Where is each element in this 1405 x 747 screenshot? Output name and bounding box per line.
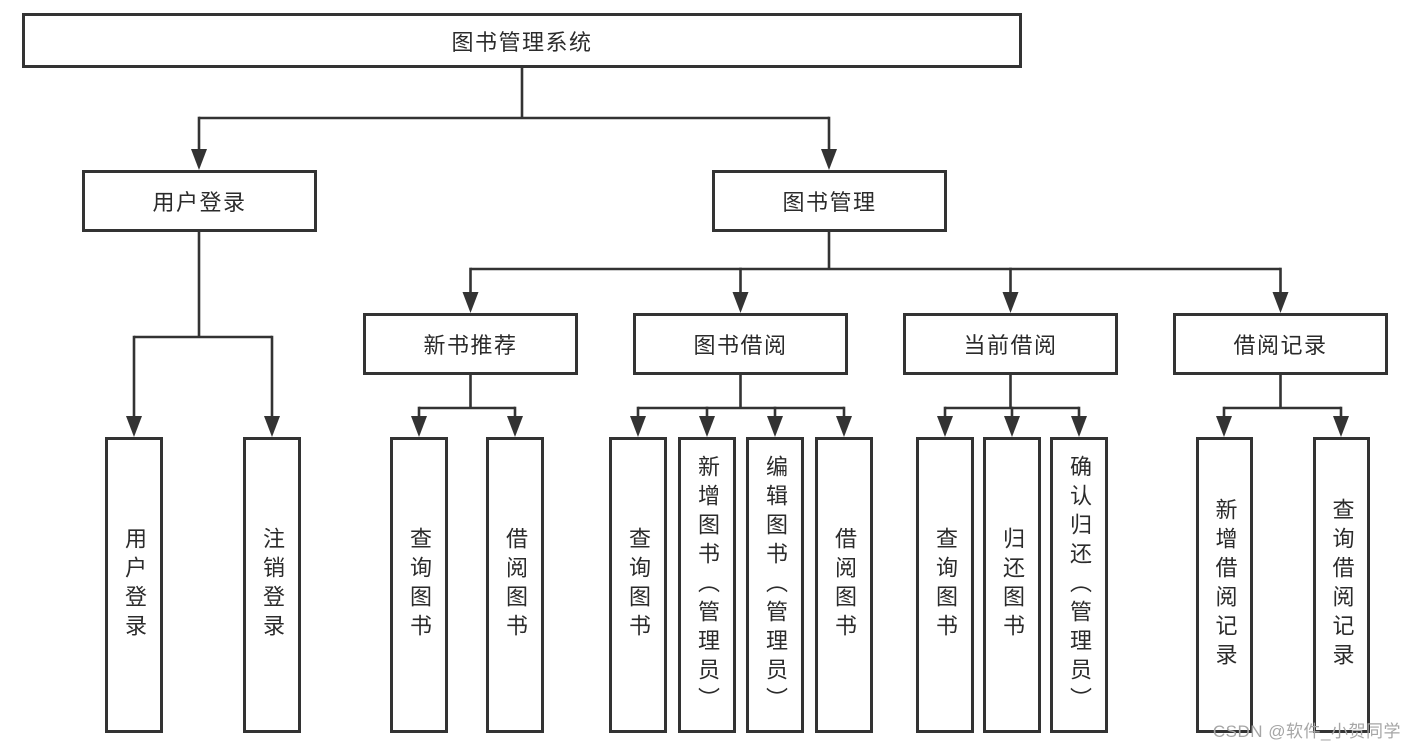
leaf-borrow-books: 借阅图书 <box>815 437 873 733</box>
leaf-user-login-label: 用户登录 <box>122 527 147 643</box>
leaf-borrow-books-recommend: 借阅图书 <box>486 437 544 733</box>
leaf-query-books-recommend: 查询图书 <box>390 437 448 733</box>
leaf-query-borrow-record-label: 查询借阅记录 <box>1329 498 1355 672</box>
leaf-query-books-current-label: 查询图书 <box>933 527 958 643</box>
node-new-book-recommendation: 新书推荐 <box>363 313 578 375</box>
leaf-confirm-return-admin-label: 确认归还（管理员） <box>1067 454 1092 716</box>
leaf-query-books-recommend-label: 查询图书 <box>407 527 432 643</box>
leaf-query-books-borrow-label: 查询图书 <box>626 527 651 643</box>
leaf-logout: 注销登录 <box>243 437 301 733</box>
leaf-logout-label: 注销登录 <box>260 527 285 643</box>
node-book-borrowing: 图书借阅 <box>633 313 848 375</box>
leaf-edit-books-admin-label: 编辑图书（管理员） <box>763 454 788 716</box>
leaf-borrow-books-recommend-label: 借阅图书 <box>503 527 528 643</box>
leaf-add-borrow-record: 新增借阅记录 <box>1196 437 1253 733</box>
csdn-watermark: CSDN @软件_小贺同学 <box>1212 722 1401 741</box>
node-book-management: 图书管理 <box>712 170 947 232</box>
leaf-borrow-books-label: 借阅图书 <box>832 527 857 643</box>
leaf-return-books-label: 归还图书 <box>1000 527 1025 643</box>
node-borrow-records: 借阅记录 <box>1173 313 1388 375</box>
leaf-return-books: 归还图书 <box>983 437 1041 733</box>
node-current-borrowing: 当前借阅 <box>903 313 1118 375</box>
leaf-query-books-current: 查询图书 <box>916 437 974 733</box>
leaf-add-books-admin: 新增图书（管理员） <box>678 437 736 733</box>
node-library-management-system: 图书管理系统 <box>22 13 1022 68</box>
leaf-edit-books-admin: 编辑图书（管理员） <box>746 437 804 733</box>
leaf-confirm-return-admin: 确认归还（管理员） <box>1050 437 1108 733</box>
leaf-query-borrow-record: 查询借阅记录 <box>1313 437 1370 733</box>
leaf-query-books-borrow: 查询图书 <box>609 437 667 733</box>
leaf-user-login: 用户登录 <box>105 437 163 733</box>
leaf-add-books-admin-label: 新增图书（管理员） <box>695 454 720 716</box>
leaf-add-borrow-record-label: 新增借阅记录 <box>1212 498 1238 672</box>
node-user-login: 用户登录 <box>82 170 317 232</box>
